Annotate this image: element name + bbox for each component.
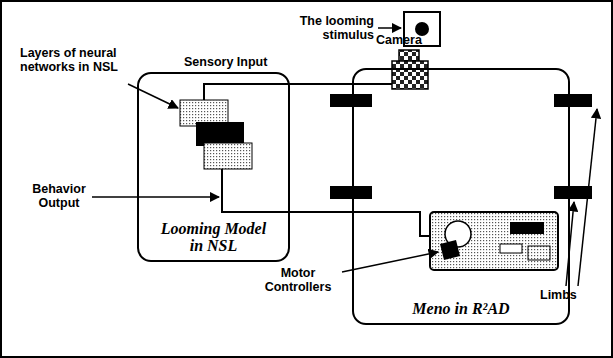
leader-arrow	[92, 196, 219, 198]
leader-arrow	[128, 84, 178, 108]
leader-arrow	[566, 202, 574, 286]
limb	[554, 94, 592, 107]
camera-body	[392, 61, 428, 89]
behavior-wire	[352, 212, 430, 236]
leader-arrow	[378, 27, 401, 29]
behavior-wire	[222, 169, 290, 212]
board-part	[500, 244, 522, 253]
network-layer	[204, 143, 252, 169]
callout-label: Camera	[376, 33, 436, 47]
signal-line	[290, 211, 352, 213]
box-title: Meno in R²AD	[412, 300, 509, 317]
limb	[554, 186, 592, 199]
controller-board	[430, 212, 558, 270]
system-box: Looming Model in NSL	[137, 72, 290, 262]
board-part	[528, 246, 550, 260]
callout-label: Sensory Input	[184, 55, 294, 69]
callout-label: Motor Controllers	[255, 266, 341, 294]
board-part	[440, 240, 460, 260]
camera-lens	[399, 50, 419, 61]
callout-label: Behavior Output	[20, 182, 98, 210]
board-part	[510, 222, 544, 234]
system-box: Meno in R²AD	[352, 68, 570, 325]
box-title: Looming Model in NSL	[158, 220, 270, 254]
sensory-wire	[352, 83, 392, 85]
callout-label: Layers of neural networks in NSL	[20, 46, 132, 74]
signal-line	[290, 83, 352, 85]
network-layer	[196, 122, 244, 146]
limb	[330, 94, 372, 107]
limb	[330, 186, 372, 199]
sensory-wire	[204, 84, 290, 100]
callout-label: Limbs	[540, 288, 590, 302]
leader-arrow	[578, 109, 597, 286]
callout-label: The looming stimulus	[246, 14, 374, 42]
leader-arrow	[342, 252, 438, 272]
